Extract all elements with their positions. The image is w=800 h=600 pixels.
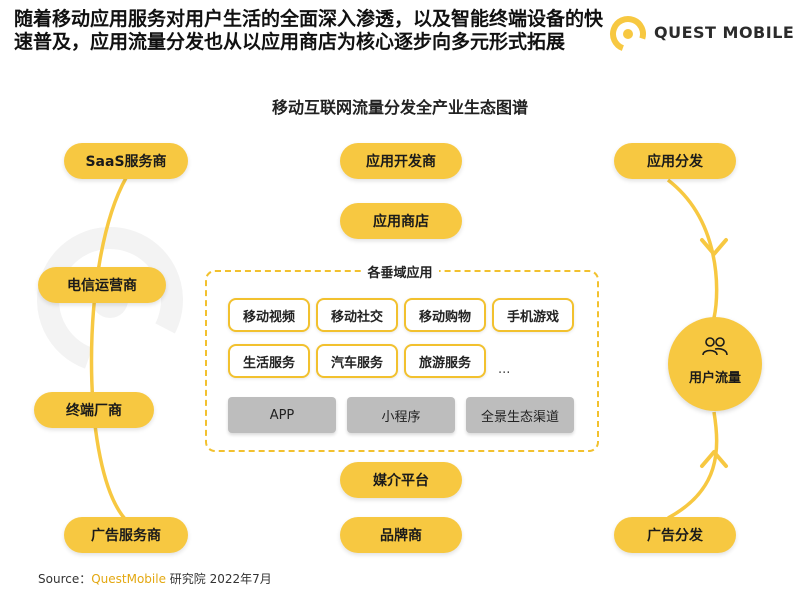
app-mobile-games: 手机游戏 — [492, 298, 574, 332]
source-rest: 研究院 2022年7月 — [165, 572, 272, 586]
node-media-platform: 媒介平台 — [340, 462, 462, 498]
questmobile-logo: QUEST MOBILE — [608, 12, 794, 56]
node-telecom-operator: 电信运营商 — [38, 267, 166, 303]
channel-app: APP — [228, 397, 336, 433]
app-auto-services: 汽车服务 — [316, 344, 398, 378]
apps-ellipsis: ... — [498, 362, 511, 377]
arrow-up-icon — [700, 450, 728, 468]
app-mobile-shopping: 移动购物 — [404, 298, 486, 332]
app-life-services: 生活服务 — [228, 344, 310, 378]
page-headline: 随着移动应用服务对用户生活的全面深入渗透，以及智能终端设备的快速普及，应用流量分… — [14, 8, 604, 53]
logo-text: QUEST MOBILE — [654, 23, 795, 42]
channel-full-ecosystem: 全景生态渠道 — [466, 397, 574, 433]
node-saas-provider: SaaS服务商 — [64, 143, 188, 179]
app-mobile-video: 移动视频 — [228, 298, 310, 332]
source-brand: QuestMobile — [91, 572, 166, 586]
diagram-title: 移动互联网流量分发全产业生态图谱 — [271, 98, 528, 117]
right-arc-upper — [666, 178, 719, 319]
right-arc-lower — [667, 411, 719, 520]
node-app-store: 应用商店 — [340, 203, 462, 239]
arrow-down-icon — [700, 238, 728, 256]
source-label: Source： — [38, 572, 92, 586]
node-user-traffic: 用户流量 — [668, 317, 762, 411]
user-traffic-label: 用户流量 — [688, 371, 741, 386]
logo-ring-icon — [610, 16, 646, 52]
app-travel-services: 旅游服务 — [404, 344, 486, 378]
vertical-apps-title: 各垂域应用 — [0, 262, 800, 281]
left-arc — [89, 177, 128, 522]
node-ad-service-provider: 广告服务商 — [64, 517, 188, 553]
node-app-developer: 应用开发商 — [340, 143, 462, 179]
users-icon — [702, 337, 728, 356]
node-ad-distribution: 广告分发 — [614, 517, 736, 553]
channel-mini-program: 小程序 — [347, 397, 455, 433]
node-brand: 品牌商 — [340, 517, 462, 553]
source-note: Source：QuestMobile 研究院 2022年7月 — [38, 570, 272, 587]
app-mobile-social: 移动社交 — [316, 298, 398, 332]
node-app-distribution: 应用分发 — [614, 143, 736, 179]
node-device-maker: 终端厂商 — [34, 392, 154, 428]
